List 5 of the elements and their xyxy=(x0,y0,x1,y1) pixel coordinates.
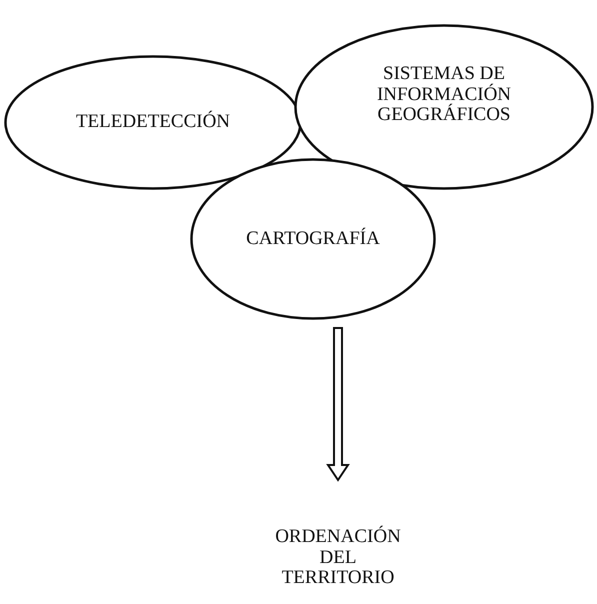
node-label: TELEDETECCIÓN xyxy=(74,112,232,133)
node-label: ORDENACIÓN DEL TERRITORIO xyxy=(274,526,402,590)
node-label: SISTEMAS DE INFORMACIÓN GEOGRÁFICOS xyxy=(376,64,512,126)
node-label: CARTOGRAFÍA xyxy=(245,228,381,250)
arrow xyxy=(326,327,350,482)
